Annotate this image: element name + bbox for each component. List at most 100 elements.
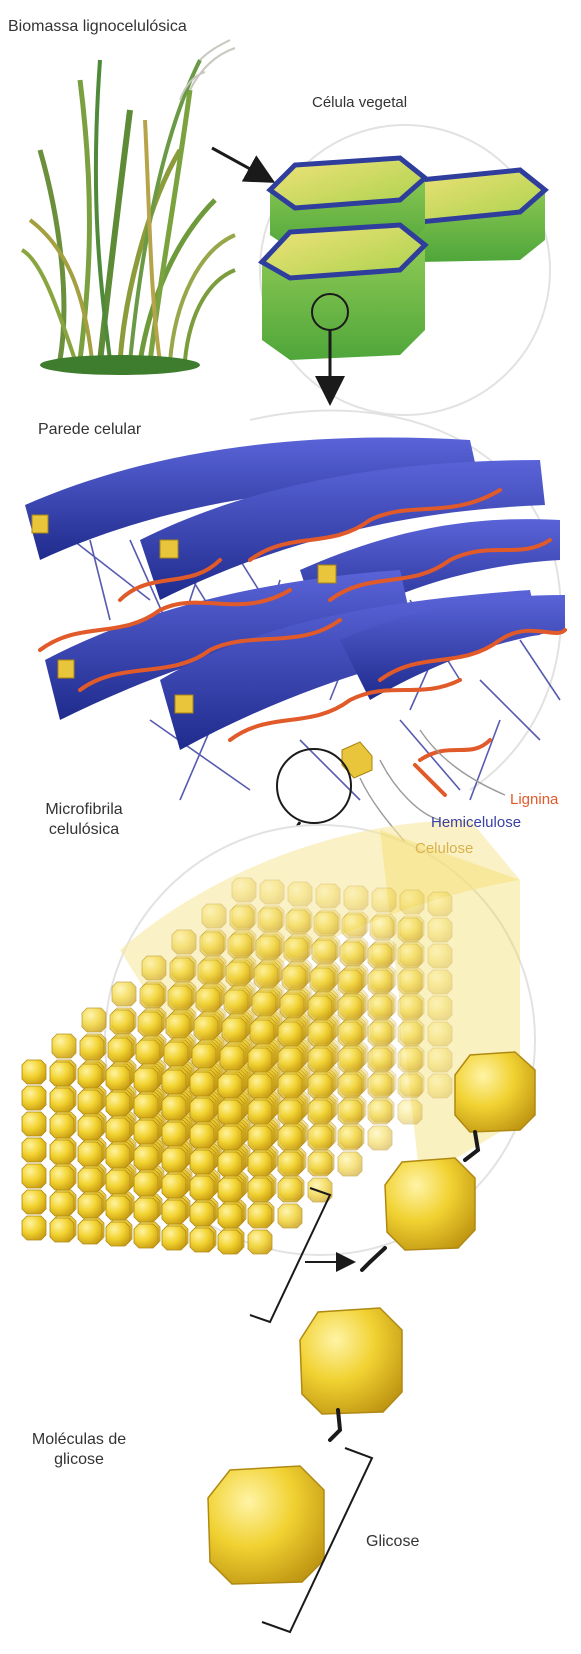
cellulose-unit <box>22 1216 46 1240</box>
label-cell-wall: Parede celular <box>38 420 141 440</box>
cellulose-unit <box>278 1100 302 1124</box>
label-biomass: Biomassa lignocelulósica <box>8 17 187 37</box>
cellulose-unit <box>106 1170 130 1194</box>
cellulose-unit <box>398 1074 422 1098</box>
label-microfibril-line1: Microfibrila <box>34 800 134 820</box>
cellulose-unit <box>82 1008 106 1032</box>
cellulose-unit <box>368 1126 392 1150</box>
zoom-circle <box>277 749 351 823</box>
cellulose-unit <box>168 986 192 1010</box>
cellulose-unit <box>134 1146 158 1170</box>
cellulose-unit <box>106 1066 130 1090</box>
cellulose-unit <box>338 1126 362 1150</box>
cellulose-unit <box>398 944 422 968</box>
cellulose-unit <box>260 880 284 904</box>
cellulose-unit <box>398 1048 422 1072</box>
cellulose-unit <box>338 1074 362 1098</box>
cellulose-unit <box>286 910 310 934</box>
cellulose-unit <box>278 1074 302 1098</box>
cellulose-unit <box>338 1152 362 1176</box>
cellulose-unit <box>428 918 452 942</box>
cellulose-unit <box>218 1178 242 1202</box>
cellulose-unit <box>254 964 278 988</box>
cellulose-unit <box>248 1204 272 1228</box>
cellulose-unit <box>428 1022 452 1046</box>
cellulose-unit <box>218 1230 242 1254</box>
label-microfibril: Microfibrila celulósica <box>34 800 134 840</box>
label-microfibril-line2: celulósica <box>34 820 134 840</box>
cellulose-unit <box>428 1048 452 1072</box>
cellulose-unit <box>248 1100 272 1124</box>
cellulose-unit <box>78 1090 102 1114</box>
cellulose-unit <box>192 1044 216 1068</box>
cellulose-unit <box>134 1172 158 1196</box>
cellulose-unit <box>398 918 422 942</box>
cellulose-unit <box>22 1060 46 1084</box>
cellulose-unit <box>142 956 166 980</box>
cellulose-unit <box>400 890 424 914</box>
cellulose-unit <box>428 970 452 994</box>
cellulose-unit <box>134 1198 158 1222</box>
cellulose-unit <box>190 1072 214 1096</box>
cellulose-unit <box>50 1114 74 1138</box>
cellulose-unit <box>106 1118 130 1142</box>
cellulose-unit <box>248 1074 272 1098</box>
cellulose-unit <box>78 1116 102 1140</box>
cellulose-unit <box>368 944 392 968</box>
cellulose-unit <box>78 1064 102 1088</box>
cellulose-unit <box>338 970 362 994</box>
cellulose-unit <box>218 1100 242 1124</box>
label-plant-cell: Célula vegetal <box>312 93 407 113</box>
cellulose-unit <box>308 1100 332 1124</box>
cellulose-unit <box>248 1048 272 1072</box>
cellulose-unit <box>252 992 276 1016</box>
cellulose-unit <box>138 1012 162 1036</box>
cellulose-unit <box>368 1074 392 1098</box>
cellulose-unit <box>162 1148 186 1172</box>
cellulose-unit <box>338 996 362 1020</box>
cellulose-unit <box>222 1018 246 1042</box>
cellulose-unit <box>228 934 252 958</box>
cellulose-unit <box>190 1150 214 1174</box>
cellulose-unit <box>248 1152 272 1176</box>
cellulose-unit <box>248 1230 272 1254</box>
grass-icon <box>22 40 235 375</box>
cellulose-unit <box>190 1098 214 1122</box>
cellulose-unit <box>52 1034 76 1058</box>
cellulose-unit <box>310 968 334 992</box>
cellulose-unit <box>398 1022 422 1046</box>
cellulose-unit <box>110 1010 134 1034</box>
cellulose-unit <box>248 1178 272 1202</box>
cellulose-unit <box>202 904 226 928</box>
cellulose-unit <box>78 1220 102 1244</box>
label-glucose-molecules-line2: glicose <box>14 1450 144 1470</box>
cellulose-unit <box>78 1142 102 1166</box>
cellulose-unit <box>218 1074 242 1098</box>
cellulose-unit <box>340 942 364 966</box>
label-cellulose: Celulose <box>415 839 473 859</box>
cellulose-unit <box>372 888 396 912</box>
cellulose-unit <box>50 1218 74 1242</box>
cell-wall-fibers-icon <box>25 411 565 800</box>
cellulose-unit <box>112 982 136 1006</box>
cellulose-unit <box>370 916 394 940</box>
cellulose-unit <box>134 1224 158 1248</box>
cellulose-unit <box>50 1062 74 1086</box>
cellulose-unit <box>312 940 336 964</box>
cellulose-unit <box>398 996 422 1020</box>
cellulose-unit <box>194 1016 218 1040</box>
cellulose-unit <box>428 1074 452 1098</box>
cellulose-unit <box>338 1100 362 1124</box>
cellulose-unit <box>218 1126 242 1150</box>
cellulose-unit <box>288 882 312 906</box>
cellulose-unit <box>338 1022 362 1046</box>
cellulose-unit <box>134 1068 158 1092</box>
cellulose-unit <box>230 906 254 930</box>
cellulose-unit <box>162 1200 186 1224</box>
cellulose-unit <box>282 966 306 990</box>
cellulose-unit <box>190 1228 214 1252</box>
cellulose-unit <box>428 892 452 916</box>
cellulose-unit <box>398 970 422 994</box>
cellulose-unit <box>106 1144 130 1168</box>
